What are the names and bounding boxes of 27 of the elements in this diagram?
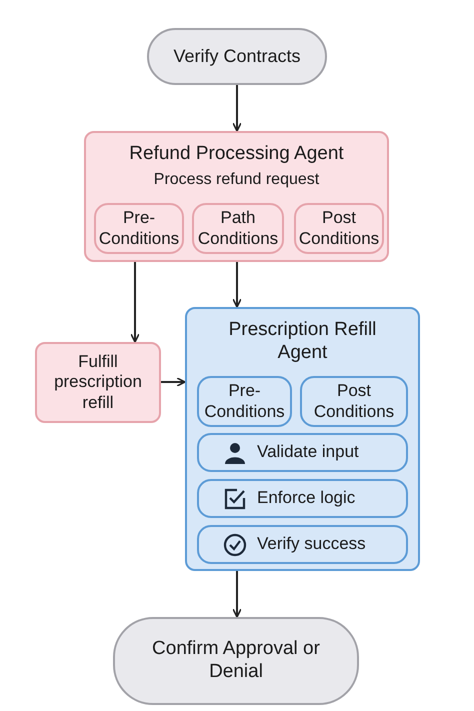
node-label: Fulfill prescription refill — [53, 352, 143, 414]
arrow — [232, 571, 242, 618]
node-label: Pre-Conditions — [98, 208, 180, 249]
node-label: Enforce logic — [257, 488, 356, 509]
arrow — [232, 85, 242, 132]
agent-title: Refund Processing Agent — [129, 143, 344, 166]
condition-box — [197, 376, 292, 427]
node-label: Path Conditions — [196, 208, 280, 249]
arrow — [161, 377, 186, 387]
agent-box — [84, 131, 389, 262]
condition-box — [300, 376, 408, 427]
agent-box — [35, 342, 161, 423]
node-label: Pre-Conditions — [203, 381, 286, 422]
node-label: Validate input — [257, 442, 359, 463]
arrow — [232, 262, 242, 308]
node-label: Verify Contracts — [173, 46, 301, 68]
condition-box — [197, 479, 408, 518]
condition-box — [197, 525, 408, 564]
agent-description: Process refund request — [154, 170, 320, 189]
node-label: Confirm Approval or Denial — [151, 638, 321, 684]
condition-box — [197, 433, 408, 472]
agent-title: Prescription Refill Agent — [228, 319, 378, 365]
agent-box — [185, 307, 420, 571]
node-label: Post Conditions — [298, 208, 380, 249]
node-label: Verify success — [257, 534, 366, 555]
arrow — [130, 262, 140, 343]
node-label: Post Conditions — [312, 381, 396, 422]
